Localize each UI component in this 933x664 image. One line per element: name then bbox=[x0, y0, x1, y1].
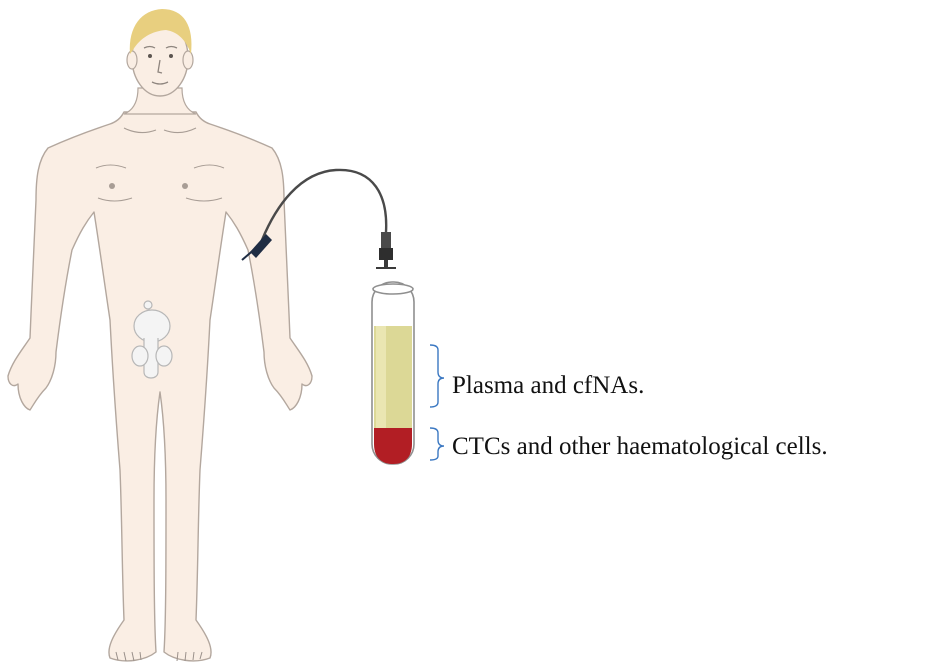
plasma-highlight bbox=[376, 326, 386, 430]
cells-bracket bbox=[430, 428, 444, 460]
tube-rim bbox=[373, 284, 413, 294]
plasma-label: Plasma and cfNAs. bbox=[452, 373, 644, 398]
body-silhouette bbox=[8, 112, 312, 661]
cells-label: CTCs and other haematological cells. bbox=[452, 434, 828, 459]
ear-right bbox=[183, 51, 193, 69]
blood-cell-layer bbox=[374, 428, 412, 464]
blood-collection-tube-icon bbox=[372, 282, 414, 464]
plasma-bracket bbox=[430, 345, 444, 407]
human-body-icon bbox=[8, 9, 312, 661]
ear-left bbox=[127, 51, 137, 69]
tube-connector bbox=[376, 232, 396, 268]
